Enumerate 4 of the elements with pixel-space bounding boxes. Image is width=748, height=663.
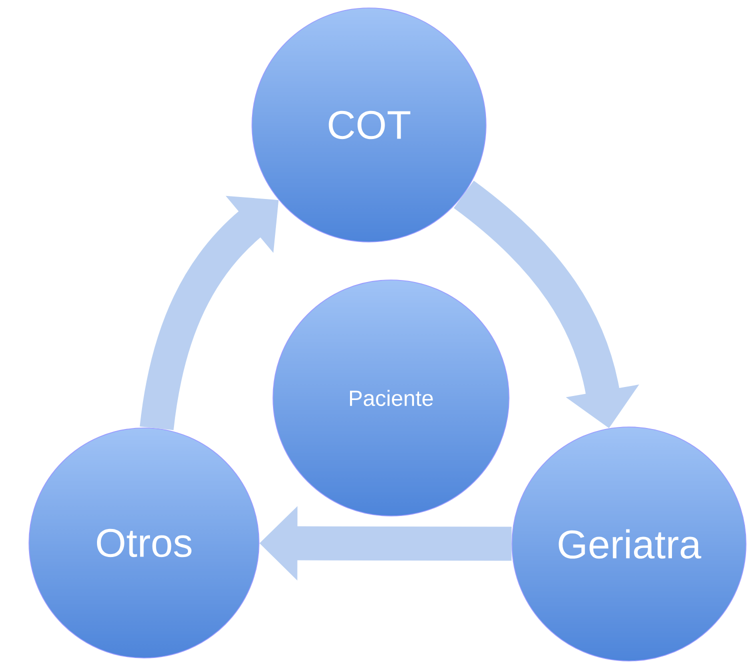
circle-node: Geriatra — [512, 426, 746, 662]
circle-node: Paciente — [272, 280, 510, 516]
circle-node: COT — [252, 8, 486, 242]
circle-node: Otros — [28, 428, 260, 658]
